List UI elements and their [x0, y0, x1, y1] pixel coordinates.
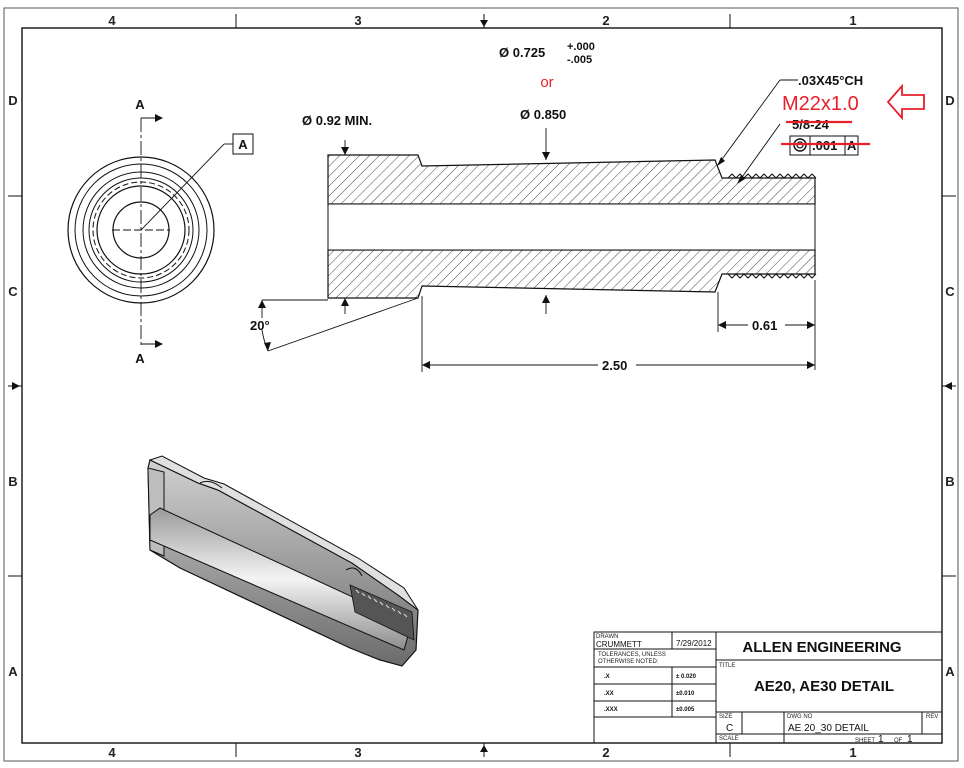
tb-tol-value-xx: ±0.010 [676, 691, 695, 697]
col-label-bottom-1: 1 [849, 745, 856, 760]
tb-tol-places-x: .X [604, 674, 610, 680]
dim-dia-850: Ø 0.850 [520, 107, 566, 122]
end-view [67, 114, 254, 348]
row-label-right-c: C [945, 284, 955, 299]
tb-tol-note-2: OTHERWISE NOTED: [598, 659, 659, 665]
tb-size-label: SIZE [719, 714, 732, 720]
section-label-top: A [135, 97, 145, 112]
tb-tol-value-x: ± 0.020 [676, 674, 697, 680]
dim-chamfer: .03X45°CH [798, 73, 863, 88]
col-label-top-4: 4 [108, 13, 116, 28]
col-label-bottom-3: 3 [354, 745, 361, 760]
row-label-left-d: D [8, 93, 17, 108]
row-label-right-b: B [945, 474, 954, 489]
fcf-datum: A [847, 138, 857, 153]
col-label-top-1: 1 [849, 13, 856, 28]
feature-control-frame: .001 A [789, 135, 859, 156]
dim-angle: 20° [250, 318, 270, 333]
tb-drawn-by: CRUMMETT [596, 640, 642, 649]
tb-sheet-label: SHEET [855, 738, 875, 744]
tb-of: 1 [907, 734, 913, 745]
tb-tol-places-xx: .XX [604, 691, 614, 697]
col-label-top-2: 2 [602, 13, 609, 28]
pointer-arrow-icon [886, 83, 925, 121]
row-label-right-d: D [945, 93, 954, 108]
datum-box [232, 133, 254, 155]
tb-dwg-label: DWG NO [787, 714, 813, 720]
tb-tol-places-xxx: .XXX [604, 707, 618, 713]
dim-250: 2.50 [602, 358, 627, 373]
tb-date: 7/29/2012 [676, 639, 712, 648]
isometric-view [147, 455, 419, 667]
dim-061: 0.61 [752, 318, 777, 333]
fcf-value: .001 [812, 138, 837, 153]
row-label-left-b: B [8, 474, 17, 489]
dim-dia-min: Ø 0.92 MIN. [302, 113, 372, 128]
tb-drawn-label: DRAWN [596, 634, 618, 640]
tolerance-dia: Ø 0.725 [499, 45, 545, 60]
dimension-lines [258, 79, 816, 372]
col-label-bottom-4: 4 [108, 745, 116, 760]
dim-thread-old: 5/8-24 [792, 117, 830, 132]
tb-dwg-no: AE 20_30 DETAIL [788, 723, 869, 734]
tb-of-label: OF [894, 738, 903, 744]
row-label-left-a: A [8, 664, 18, 679]
tb-title-label: TITLE [719, 663, 735, 669]
tb-scale-label: SCALE [719, 736, 739, 742]
tb-tol-note-1: TOLERANCES, UNLESS [598, 652, 666, 658]
section-view [327, 154, 817, 299]
datum-label: A [238, 137, 248, 152]
thread-callout-new: M22x1.0 [782, 93, 859, 115]
tb-size: C [726, 723, 733, 734]
zone-labels: 4 3 2 1 4 3 2 1 D C B A D C B A [8, 13, 955, 760]
col-label-bottom-2: 2 [602, 745, 609, 760]
tolerance-plus: +.000 [567, 41, 595, 53]
title-block [593, 631, 943, 744]
tb-tol-value-xxx: ±0.005 [676, 707, 695, 713]
tb-company: ALLEN ENGINEERING [742, 639, 901, 656]
red-markup: M22x1.0 [781, 83, 925, 146]
col-label-top-3: 3 [354, 13, 361, 28]
tb-rev-label: REV [926, 714, 938, 720]
tb-sheet: 1 [878, 734, 884, 745]
row-label-left-c: C [8, 284, 18, 299]
drawing-frame [3, 7, 959, 762]
section-label-bottom: A [135, 351, 145, 366]
row-label-right-a: A [945, 664, 955, 679]
or-note: or [540, 74, 553, 91]
tolerance-minus: -.005 [567, 54, 592, 66]
tb-title: AE20, AE30 DETAIL [754, 678, 894, 695]
